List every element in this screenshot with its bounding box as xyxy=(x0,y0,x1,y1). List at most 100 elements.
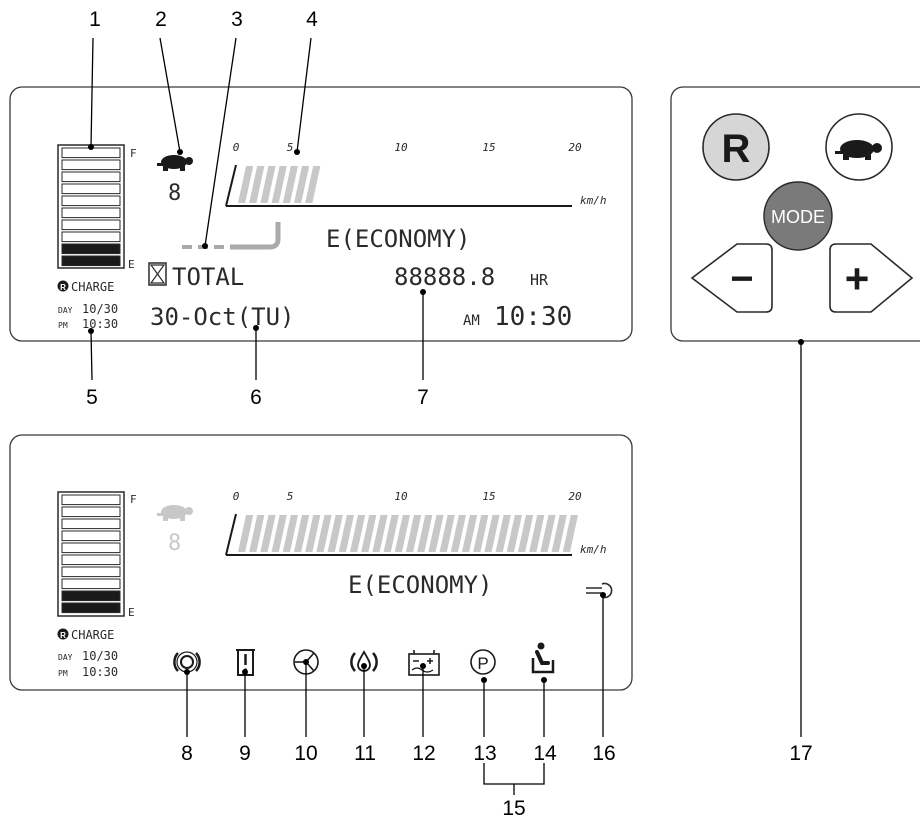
battery-cell xyxy=(61,554,121,566)
battery-full-label: F xyxy=(130,493,137,506)
mode-button[interactable]: MODE xyxy=(763,181,833,251)
operator-seat-icon xyxy=(531,642,555,674)
total-label: TOTAL xyxy=(172,263,244,291)
speed-segment xyxy=(529,515,545,552)
speed-tick-label: 10 xyxy=(394,490,408,503)
charge-label: CHARGE xyxy=(71,628,114,642)
plus-button[interactable]: + xyxy=(829,243,914,313)
speed-segment xyxy=(540,515,556,552)
speed-segment xyxy=(260,515,276,552)
battery-cell xyxy=(61,243,121,255)
speed-tick-label: 15 xyxy=(482,141,495,154)
speed-segment xyxy=(350,515,366,552)
speed-segment xyxy=(271,515,287,552)
speed-segment xyxy=(260,166,276,203)
battery-cell xyxy=(61,566,121,578)
callout-8: 8 xyxy=(181,742,193,765)
charge-pm-label: PM xyxy=(58,669,68,678)
speed-segment xyxy=(282,515,298,552)
mode-label: MODE xyxy=(771,207,825,227)
callout-6: 6 xyxy=(250,386,262,409)
speed-segment xyxy=(294,515,310,552)
callout-16: 16 xyxy=(592,742,615,765)
minus-button[interactable]: − xyxy=(690,243,773,313)
hours-unit: HR xyxy=(530,271,549,289)
callout-11: 11 xyxy=(354,742,376,765)
callout-dots xyxy=(88,144,804,683)
turtle-icon xyxy=(157,155,193,171)
speed-segment xyxy=(249,166,265,203)
callout-5: 5 xyxy=(86,386,98,409)
speed-segment xyxy=(406,515,422,552)
mode-text-bottom: E(ECONOMY) xyxy=(348,571,493,599)
speed-unit: km/h xyxy=(580,194,607,207)
speed-tick-label: 10 xyxy=(394,141,408,154)
speed-segment xyxy=(316,515,332,552)
battery-cell xyxy=(61,542,121,554)
clock-text: 10:30 xyxy=(494,302,572,332)
battery-warning-icon xyxy=(408,650,440,676)
speed-left-edge xyxy=(225,513,237,556)
turtle-level: 8 xyxy=(168,181,181,206)
turtle-icon xyxy=(835,140,882,160)
callout-7: 7 xyxy=(417,386,429,409)
callout-14: 14 xyxy=(533,742,557,765)
battery-cell xyxy=(61,578,121,590)
speed-segment xyxy=(439,515,455,552)
svg-text:R: R xyxy=(60,631,66,640)
speed-segment xyxy=(473,515,489,552)
speed-segment xyxy=(305,515,321,552)
battery-empty-label: E xyxy=(128,258,135,271)
charge-day: 10/30 xyxy=(82,649,118,663)
callout-2: 2 xyxy=(155,8,167,31)
battery-full-label: F xyxy=(130,147,137,160)
reverse-button[interactable]: R xyxy=(702,113,770,181)
svg-text:P: P xyxy=(477,654,488,673)
minus-label: − xyxy=(730,257,753,301)
callout-15: 15 xyxy=(502,797,525,820)
speed-segment xyxy=(394,515,410,552)
battery-cell xyxy=(61,602,121,614)
battery-cell xyxy=(61,183,121,195)
speed-segment xyxy=(417,515,433,552)
callout-9: 9 xyxy=(239,742,251,765)
callout-1: 1 xyxy=(89,8,101,31)
speed-segment xyxy=(372,515,388,552)
battery-cell xyxy=(61,518,121,530)
speed-segment xyxy=(305,166,321,203)
speed-tick-label: 20 xyxy=(568,490,582,503)
callout-4: 4 xyxy=(306,8,318,31)
battery-cell xyxy=(61,231,121,243)
speed-segment xyxy=(495,515,511,552)
hours-value: 88888.8 xyxy=(394,263,495,291)
battery-cell xyxy=(61,171,121,183)
speed-segment xyxy=(327,515,343,552)
callout-17: 17 xyxy=(789,742,812,765)
ampm-text: AM xyxy=(463,313,480,329)
battery-cell xyxy=(61,159,121,171)
wrench-icon xyxy=(586,582,613,599)
parking-brake-icon: P xyxy=(470,649,496,675)
charge-indicator-bottom: R xyxy=(57,628,69,640)
battery-cell xyxy=(61,255,121,267)
callout-leaders xyxy=(90,37,802,795)
speed-tick-label: 20 xyxy=(568,141,582,154)
battery-gauge-bottom xyxy=(57,491,125,617)
turtle-button[interactable] xyxy=(825,113,893,181)
battery-cell xyxy=(61,494,121,506)
battery-gauge-top xyxy=(57,144,125,269)
speed-segment xyxy=(294,166,310,203)
callout-12: 12 xyxy=(412,742,435,765)
speed-tick-label: 0 xyxy=(233,490,240,503)
charge-pm-label: PM xyxy=(58,321,68,330)
turtle-icon-dim xyxy=(157,505,193,521)
speed-segment xyxy=(428,515,444,552)
speed-segment xyxy=(282,166,298,203)
battery-cell xyxy=(61,219,121,231)
speed-tick-label: 5 xyxy=(287,141,294,154)
battery-cell xyxy=(61,590,121,602)
callout-10: 10 xyxy=(294,742,317,765)
